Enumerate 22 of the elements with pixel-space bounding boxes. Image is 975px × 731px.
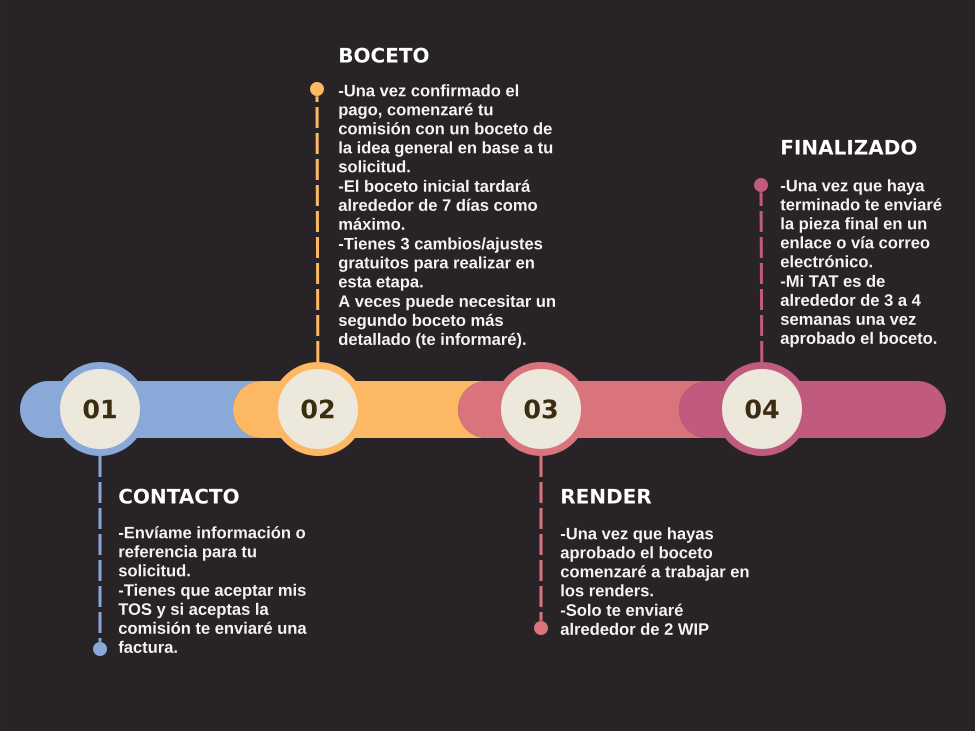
step-description: -Una vez que haya terminado te enviaré la pieza final en un enlace o vía correo electrónico. [780, 179, 942, 268]
step-heading: CONTACTO [119, 488, 239, 504]
step-description: -El boceto inicial tardará alrededor de 7 días como máximo. [338, 180, 537, 230]
dot [754, 178, 768, 192]
step-description: -Solo te enviaré alrededor de 2 WIP [560, 604, 709, 635]
step-description: A veces puede necesitar un segundo boceto más detallado (te informaré). [338, 294, 555, 348]
dot [310, 82, 324, 96]
dashed-line [316, 96, 320, 362]
step-description: -Una vez que hayas aprobado el boceto comenzaré a trabajar en los renders. [560, 527, 749, 596]
step-description: -Envíame información o referencia para tu solicitud. [118, 526, 306, 576]
step-heading: FINALIZADO [782, 140, 916, 155]
step-description: -Tienes 3 cambios/ajustes gratuitos para realizar en esta etapa. [338, 237, 542, 291]
step-description: -Mi TAT es de alrededor de 3 a 4 semanas una vez aprobado el boceto. [780, 274, 936, 348]
dashed-line [760, 192, 764, 362]
dot [534, 621, 548, 635]
step-heading: BOCETO [340, 48, 428, 63]
step-description: -Una vez confirmado el pago, comenzaré tu comisión con un boceto de la idea general en base a tu solicitud. [338, 84, 552, 172]
dashed-line [98, 456, 102, 642]
dot [93, 642, 107, 656]
step-heading: RENDER [562, 488, 652, 504]
step-description: -Tienes que aceptar mis TOS y si aceptas la comisión te enviaré una factura. [118, 584, 307, 653]
dashed-line [540, 456, 542, 621]
